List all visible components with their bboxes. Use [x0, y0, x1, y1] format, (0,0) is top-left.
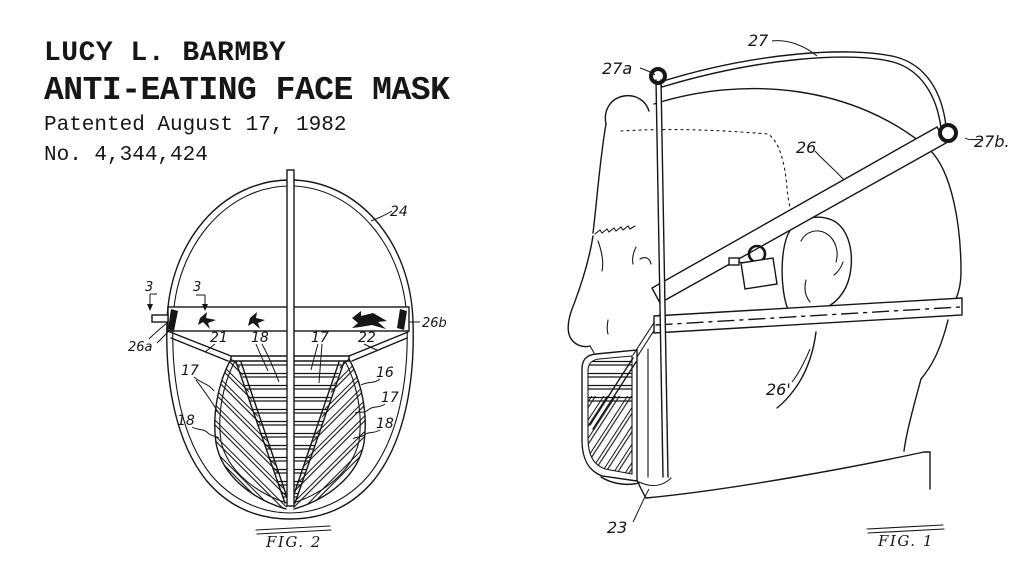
ref-label-18: 18	[376, 416, 394, 432]
figure-2: 24 3 3 26a 26b 21 18 17 22 17 16 17 18 1…	[128, 169, 447, 551]
strap-ring-27b	[938, 123, 958, 143]
padlock-icon	[728, 244, 778, 290]
headband	[151, 306, 410, 332]
ref-label-3: 3	[145, 280, 153, 295]
center-rod	[286, 169, 295, 507]
lower-strap-centerline	[655, 306, 961, 326]
top-strap	[659, 51, 947, 129]
mask-shell-outline	[166, 179, 414, 520]
ear	[781, 216, 853, 315]
strap-ring-27a	[649, 67, 667, 85]
ref-label-24: 24	[390, 204, 408, 220]
funnel-bars	[169, 331, 409, 362]
fig2-caption: FIG. 2	[255, 525, 332, 551]
ref-label-3: 3	[193, 280, 201, 295]
ref-label-18: 18	[177, 413, 195, 429]
ref-label-17: 17	[181, 363, 199, 379]
patent-number: No. 4,344,424	[44, 144, 208, 167]
figure-1: 27 27a 27b. 26 26' 23 FIG. 1	[567, 31, 1010, 550]
ref-label-23: 23	[607, 518, 627, 537]
ref-label-26a: 26a	[128, 340, 153, 355]
ref-label-16: 16	[376, 365, 394, 381]
fig1-labels: 27 27a 27b. 26 26' 23	[602, 31, 1010, 537]
fig2-leader-lines	[148, 210, 420, 440]
fig1-caption: FIG. 1	[866, 524, 945, 550]
ref-label-26b: 26b	[422, 316, 447, 331]
ref-label-27a: 27a	[602, 59, 632, 78]
fig2-labels: 24 3 3 26a 26b 21 18 17 22 17 16 17 18 1…	[128, 204, 447, 432]
ref-label-18: 18	[251, 330, 269, 346]
patent-date: Patented August 17, 1982	[44, 114, 347, 137]
patent-title: ANTI-EATING FACE MASK	[44, 72, 450, 109]
ref-label-17: 17	[311, 330, 329, 346]
ref-label-17: 17	[381, 390, 399, 406]
inventor-name: LUCY L. BARMBY	[44, 38, 287, 69]
ref-label-27: 27	[748, 31, 769, 50]
fig1-leader-lines	[632, 40, 984, 523]
ref-label-21: 21	[210, 330, 228, 346]
figure-caption: FIG. 2	[265, 533, 322, 551]
ref-label-26: 26	[796, 138, 816, 157]
ref-label-26-prime: 26'	[766, 380, 791, 399]
vertical-strap	[655, 79, 669, 478]
muzzle-grill-side	[581, 314, 672, 487]
ref-label-27b: 27b.	[974, 132, 1010, 151]
band-pin	[151, 314, 169, 323]
section-markers-3	[147, 293, 208, 311]
lower-strap	[653, 297, 963, 334]
ref-label-22: 22	[358, 330, 376, 346]
figure-caption: FIG. 1	[877, 532, 934, 550]
